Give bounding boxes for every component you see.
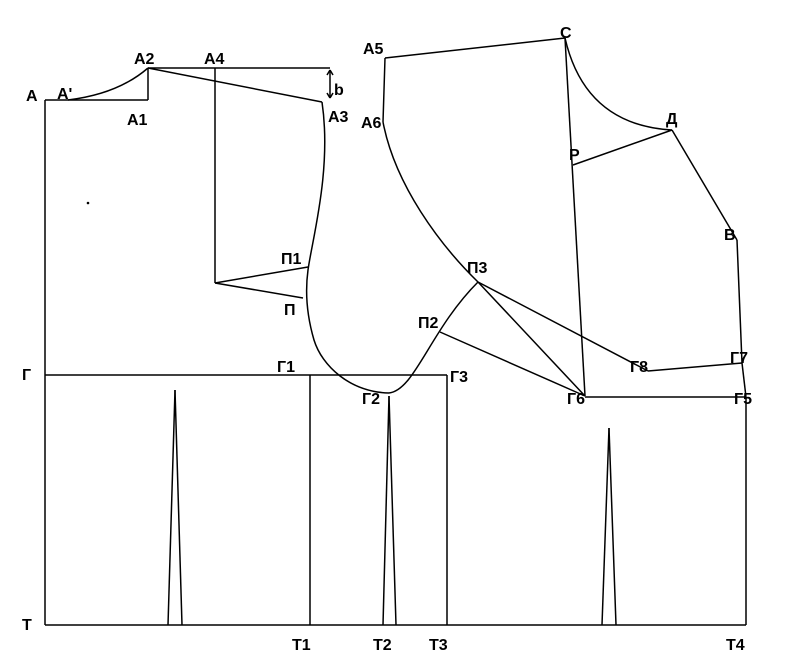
construction-line xyxy=(174,389,183,626)
point-label-А1: А1 xyxy=(127,112,148,129)
construction-line xyxy=(214,282,304,299)
point-label-Г7: Г7 xyxy=(730,350,748,367)
construction-line xyxy=(671,129,738,241)
point-label-Г8: Г8 xyxy=(630,359,648,376)
point-label-Т2: Т2 xyxy=(373,637,392,654)
point-label-Т3: Т3 xyxy=(429,637,448,654)
construction-curve xyxy=(564,37,673,131)
point-label-Г2: Г2 xyxy=(362,391,380,408)
construction-line xyxy=(741,362,747,398)
point-label-А3: А3 xyxy=(328,109,349,126)
construction-line xyxy=(167,389,176,626)
point-label-А': А' xyxy=(57,86,72,103)
point-label-А6: А6 xyxy=(361,115,382,132)
point-label-П3: П3 xyxy=(467,260,488,277)
construction-line xyxy=(572,129,673,166)
construction-line xyxy=(382,57,386,123)
point-label-А4: А4 xyxy=(204,51,225,68)
point-label-Г: Г xyxy=(22,367,31,384)
point-label-Т1: Т1 xyxy=(292,637,311,654)
stray-dot xyxy=(86,201,90,205)
construction-line xyxy=(439,331,586,397)
point-label-А2: А2 xyxy=(134,51,155,68)
construction-line xyxy=(382,395,390,626)
point-label-b: b xyxy=(334,82,344,99)
point-label-А: А xyxy=(26,88,38,105)
point-label-Т4: Т4 xyxy=(726,637,745,654)
point-label-Д: Д xyxy=(666,111,678,128)
construction-line xyxy=(477,281,586,397)
point-label-С: С xyxy=(560,25,572,42)
construction-line xyxy=(384,37,566,59)
construction-line xyxy=(601,427,610,626)
construction-line xyxy=(214,266,309,284)
construction-line xyxy=(647,362,743,372)
construction-curve xyxy=(382,121,479,283)
construction-line xyxy=(608,427,617,626)
construction-line xyxy=(326,92,331,99)
point-label-Т: Т xyxy=(22,617,32,634)
point-label-Г1: Г1 xyxy=(277,359,295,376)
point-label-В: В xyxy=(724,227,736,244)
construction-line xyxy=(477,281,649,372)
construction-line xyxy=(147,67,323,103)
construction-line xyxy=(329,69,334,76)
construction-line xyxy=(564,37,586,397)
construction-curve xyxy=(305,101,390,394)
point-label-П1: П1 xyxy=(281,251,302,268)
construction-line xyxy=(326,69,331,76)
point-label-П: П xyxy=(284,302,296,319)
point-label-Г5: Г5 xyxy=(734,391,752,408)
point-label-Р: Р xyxy=(569,147,580,164)
construction-line xyxy=(329,92,334,99)
point-label-Г3: Г3 xyxy=(450,369,468,386)
construction-line xyxy=(388,395,397,626)
construction-line xyxy=(736,239,743,364)
construction-curve xyxy=(388,281,479,394)
point-label-А5: А5 xyxy=(363,41,384,58)
point-label-П2: П2 xyxy=(418,315,439,332)
construction-curve xyxy=(67,67,149,101)
point-label-Г6: Г6 xyxy=(567,391,585,408)
